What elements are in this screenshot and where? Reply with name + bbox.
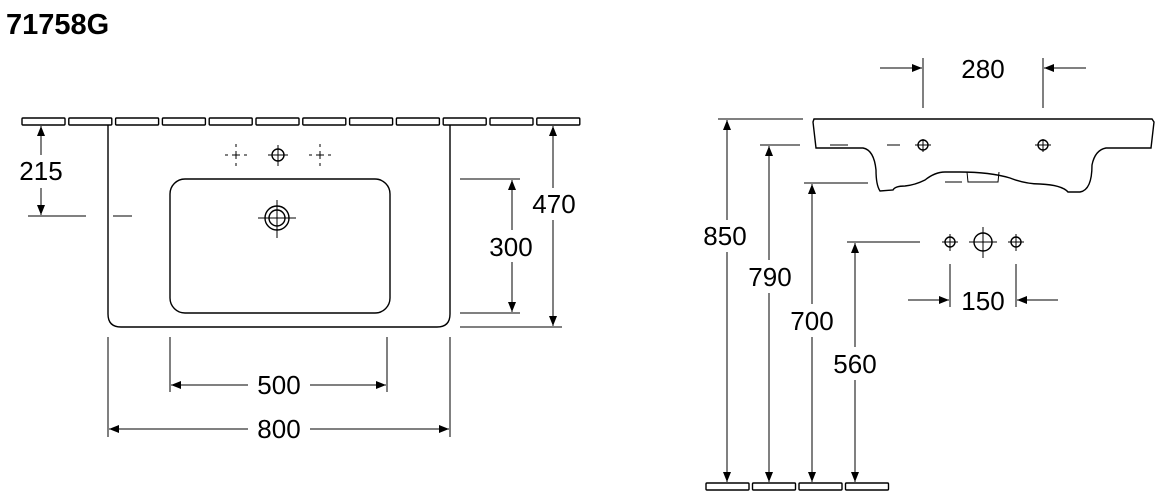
dim-700: 700 [790, 306, 833, 336]
tile [68, 117, 113, 126]
dim-150: 150 [961, 286, 1004, 316]
basin-outline [107, 125, 451, 328]
dim-280: 280 [961, 54, 1004, 84]
tile [161, 117, 207, 126]
basin-side-outline [812, 118, 1155, 193]
dim-560: 560 [833, 349, 876, 379]
tile [302, 117, 347, 126]
tile [348, 117, 394, 126]
tile [489, 117, 534, 126]
tile [114, 117, 160, 126]
tile [536, 117, 581, 126]
tile [844, 482, 890, 491]
side-hole-right-icon [1035, 139, 1051, 152]
tile [395, 117, 441, 126]
floor-tiles [705, 482, 890, 491]
tile [705, 482, 750, 491]
tile [21, 117, 66, 126]
model-number-title: 71758G [6, 9, 109, 41]
tap-hole-right-icon [1008, 234, 1024, 251]
tap-hole-left-icon [225, 144, 247, 166]
basin-bowl [169, 178, 391, 314]
side-view: 280 850 790 700 560 [703, 54, 1155, 491]
dim-300: 300 [489, 232, 532, 262]
tap-hole-left-icon [942, 234, 958, 251]
tile [798, 482, 843, 491]
side-hole-left-icon [915, 139, 931, 152]
tile [255, 117, 300, 126]
dim-500: 500 [257, 370, 300, 400]
tap-hole-right-icon [309, 144, 331, 166]
drain-icon [258, 200, 296, 238]
tap-hole-center-icon [969, 227, 997, 258]
tile [442, 117, 487, 126]
wall-tiles [21, 117, 581, 126]
top-view: 215 300 470 500 800 [19, 117, 581, 444]
dim-850: 850 [703, 221, 746, 251]
tile [208, 117, 253, 126]
dim-800: 800 [257, 414, 300, 444]
dim-470: 470 [532, 189, 575, 219]
tap-hole-center-icon [268, 145, 288, 166]
tile [751, 482, 797, 491]
dim-790: 790 [748, 262, 791, 292]
dim-215: 215 [19, 156, 62, 186]
